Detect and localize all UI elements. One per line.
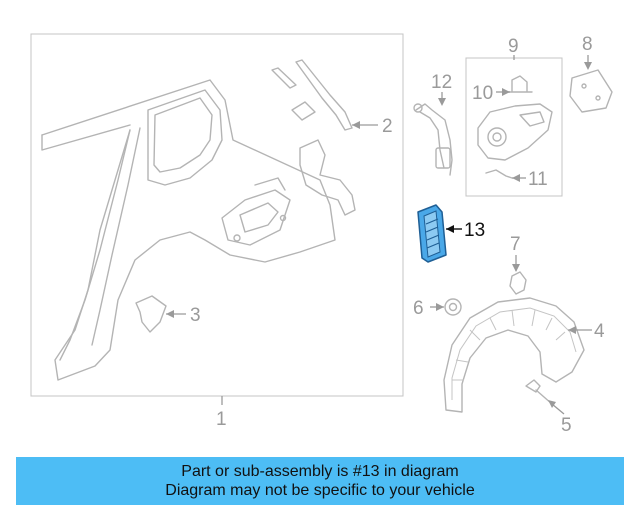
callout-10: 10 <box>472 83 493 104</box>
callout-13: 13 <box>464 220 485 241</box>
callout-8: 8 <box>582 34 593 55</box>
part-6-nut-drawing <box>444 298 462 316</box>
part-13-vent-drawing <box>417 204 447 263</box>
part-12-cable-drawing <box>413 103 453 176</box>
banner-line-1: Part or sub-assembly is #13 in diagram <box>181 463 459 480</box>
callout-9: 9 <box>508 36 519 57</box>
part-10-spring-drawing <box>506 75 533 93</box>
banner-line-2: Diagram may not be specific to your vehi… <box>165 482 475 499</box>
callout-11: 11 <box>528 169 548 190</box>
callout-12: 12 <box>431 72 452 93</box>
leader-lines <box>166 55 592 415</box>
callout-5: 5 <box>561 415 572 436</box>
part-9-housing-drawing <box>477 103 553 161</box>
callout-4: 4 <box>594 321 605 342</box>
quarter-panel-frame <box>30 33 404 397</box>
part-4-wheel-liner-drawing <box>443 297 585 413</box>
part-2-bracket-drawing <box>271 59 356 216</box>
part-11-clip-drawing <box>485 169 513 179</box>
quarter-panel-drawing <box>41 79 336 381</box>
callout-3: 3 <box>190 305 201 326</box>
callout-2: 2 <box>382 116 393 137</box>
callout-6: 6 <box>413 298 424 319</box>
callout-1: 1 <box>216 409 227 430</box>
part-8-fuel-door-drawing <box>569 69 613 113</box>
callout-7: 7 <box>510 234 521 255</box>
part-5-screw-drawing <box>525 379 553 405</box>
part-3-clip-drawing <box>135 295 167 333</box>
part-7-plug-drawing <box>509 271 527 295</box>
info-banner: Part or sub-assembly is #13 in diagram D… <box>16 457 624 505</box>
